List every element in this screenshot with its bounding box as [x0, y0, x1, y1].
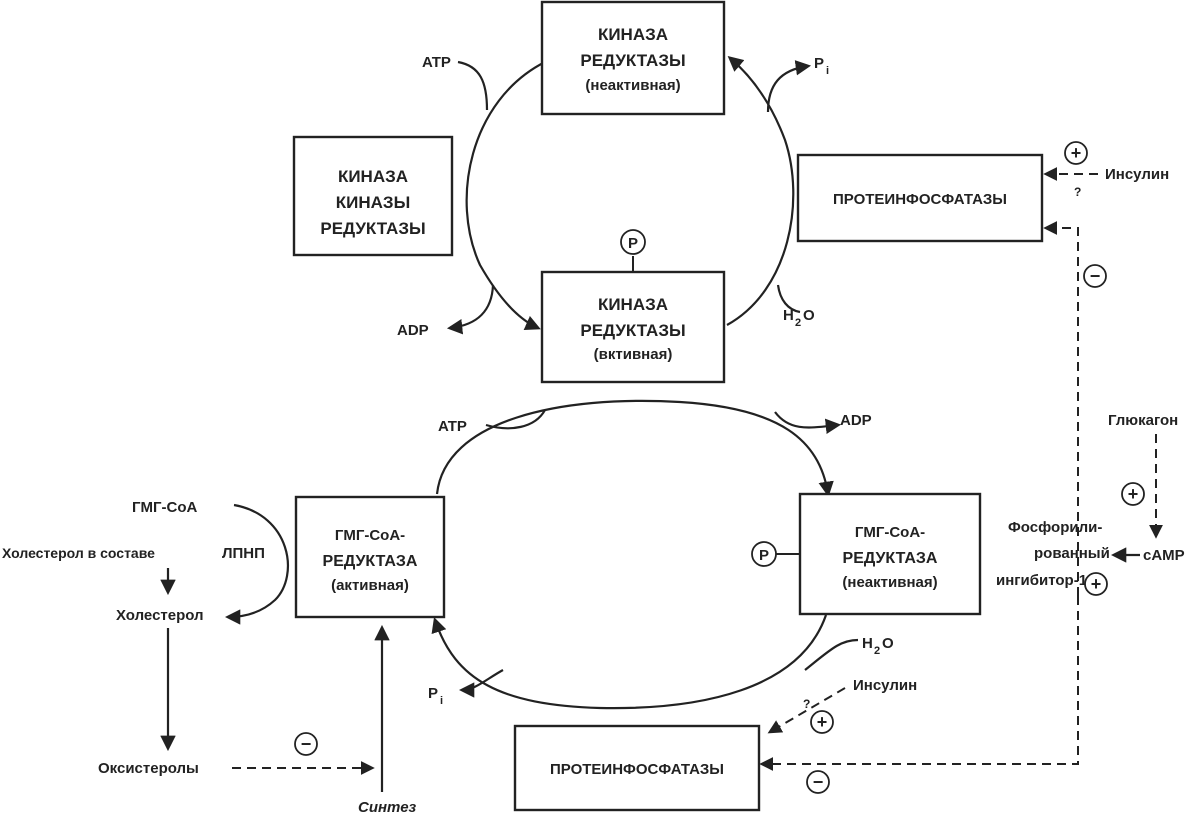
kinase-active-line3: (вктивная) — [594, 346, 673, 363]
top-cycle-left-arc — [465, 61, 546, 331]
bottom-phosphatase-box — [513, 724, 761, 812]
hmg-active-line3: (активная) — [331, 577, 409, 594]
top-adp-label: ADP — [397, 322, 429, 339]
inhibitor-line3: ингибитор-1 — [996, 572, 1087, 589]
top-h2o-o: O — [803, 307, 815, 324]
glucagon-plus-circle — [1121, 482, 1145, 506]
kinase-inactive-line3: (неактивная) — [585, 77, 680, 94]
kinase-active-line1: КИНАЗА — [598, 295, 668, 314]
hmg-coa-reductase-inactive-box — [798, 492, 982, 616]
inhibitor-plus: + — [1091, 574, 1102, 594]
inhibitor-line2: рованный — [1034, 545, 1110, 562]
ldl-cholesterol-label: Холестерол в составе — [2, 545, 155, 561]
kk-line2: КИНАЗЫ — [336, 193, 410, 212]
top-cycle: КИНАЗА РЕДУКТАЗЫ (неактивная) КИНАЗА РЕД… — [292, 0, 1169, 384]
cholesterol-label: Холестерол — [116, 607, 204, 624]
left-pathway: ГМГ-СоА Холестерол в составе ЛПНП Холест… — [2, 499, 417, 816]
bottom-adp-arrow — [774, 411, 842, 434]
top-insulin-plus-circle — [1064, 141, 1088, 165]
bottom-insulin-label: Инсулин — [853, 677, 917, 694]
hmg-inactive-line1: ГМГ-СоА- — [855, 524, 925, 541]
top-insulin-plus: + — [1071, 143, 1082, 163]
hmg-coa-reductase-active-box — [294, 495, 446, 619]
kinase-inactive-line1: КИНАЗА — [598, 25, 668, 44]
bottom-insulin-plus-circle — [810, 710, 834, 734]
bottom-phospho-circle — [751, 541, 777, 567]
top-pi-arrow — [766, 60, 812, 113]
hmg-coa-to-cholesterol-arrow — [224, 503, 289, 625]
ldl-abbr-label: ЛПНП — [222, 545, 265, 562]
top-phospho-circle — [620, 229, 646, 255]
top-pi-label: P — [814, 55, 824, 72]
top-cycle-right-arc — [726, 56, 795, 326]
bottom-phosphatase-minus: − — [813, 772, 824, 792]
bottom-phospho-label: P — [759, 547, 769, 564]
kk-line1: КИНАЗА — [338, 167, 408, 186]
inhibitor-line1: Фосфорили- — [1008, 519, 1102, 536]
top-phosphatase-label: ПРОТЕИНФОСФАТАЗЫ — [833, 191, 1007, 208]
kinase-active-line2: РЕДУКТАЗЫ — [580, 321, 685, 340]
top-phosphatase-box — [796, 153, 1044, 243]
kinase-kinase-reductase-box — [292, 135, 454, 257]
bottom-cycle: ГМГ-СоА- РЕДУКТАЗА (активная) ГМГ-СоА- Р… — [294, 399, 982, 812]
kk-line3: РЕДУКТАЗЫ — [320, 219, 425, 238]
bottom-cycle-bottom-arc — [431, 614, 828, 710]
oxysterols-minus: − — [301, 734, 312, 754]
hmg-active-line1: ГМГ-СоА- — [335, 527, 405, 544]
glucagon-plus: + — [1128, 484, 1139, 504]
bottom-atp-label: ATP — [438, 418, 467, 435]
bottom-phosphatase-label: ПРОТЕИНФОСФАТАЗЫ — [550, 761, 724, 778]
top-atp-arrow — [457, 60, 489, 111]
bottom-h2o-2: 2 — [874, 645, 880, 657]
bottom-pi-arrow — [458, 669, 504, 698]
top-adp-arrow — [446, 284, 495, 335]
bottom-phosphatase-minus-circle — [806, 770, 830, 794]
bottom-insulin-question: ? — [803, 697, 810, 711]
kinase-reductase-active-box — [540, 270, 726, 384]
hmg-inactive-line2: РЕДУКТАЗА — [843, 550, 938, 567]
top-insulin-question: ? — [1074, 185, 1081, 199]
top-atp-label: ATP — [422, 54, 451, 71]
bottom-h2o-o: O — [882, 635, 894, 652]
hmg-coa-label: ГМГ-СоА — [132, 499, 197, 516]
top-h2o-2: 2 — [795, 317, 801, 329]
top-insulin-label: Инсулин — [1105, 166, 1169, 183]
bottom-h2o-h: H — [862, 635, 873, 652]
bottom-insulin-plus: + — [817, 712, 828, 732]
bottom-h2o-arrow — [804, 638, 859, 671]
hmg-inactive-line3: (неактивная) — [842, 574, 937, 591]
camp-label: cAMP — [1143, 547, 1185, 564]
bottom-atp-arrow — [485, 409, 546, 430]
oxysterols-label: Оксистеролы — [98, 760, 199, 777]
inhibitor-to-top-phosphatase-line — [1043, 221, 1079, 596]
glucagon-label: Глюкагон — [1108, 412, 1178, 429]
synthesis-label: Синтез — [358, 799, 417, 816]
inhibitor-to-bottom-phosphatase-line — [759, 596, 1079, 771]
top-h2o-arrow — [776, 284, 801, 314]
kinase-reductase-inactive-box — [540, 0, 726, 116]
top-phospho-label: P — [628, 235, 638, 252]
bottom-pi-subscript: i — [440, 695, 443, 707]
bottom-pi-label: P — [428, 685, 438, 702]
right-pathway: Глюкагон + cAMP Фосфорили- рованный инги… — [759, 221, 1185, 771]
bottom-adp-label: ADP — [840, 412, 872, 429]
hmg-active-line2: РЕДУКТАЗА — [323, 553, 418, 570]
inhibitor-plus-circle — [1084, 572, 1108, 596]
bottom-cycle-top-arc — [435, 399, 834, 498]
top-phosphatase-minus: − — [1090, 266, 1101, 286]
top-pi-subscript: i — [826, 65, 829, 77]
oxysterols-minus-circle — [294, 732, 318, 756]
top-h2o-h: H — [783, 307, 794, 324]
top-phosphatase-minus-circle — [1083, 264, 1107, 288]
kinase-inactive-line2: РЕДУКТАЗЫ — [580, 51, 685, 70]
